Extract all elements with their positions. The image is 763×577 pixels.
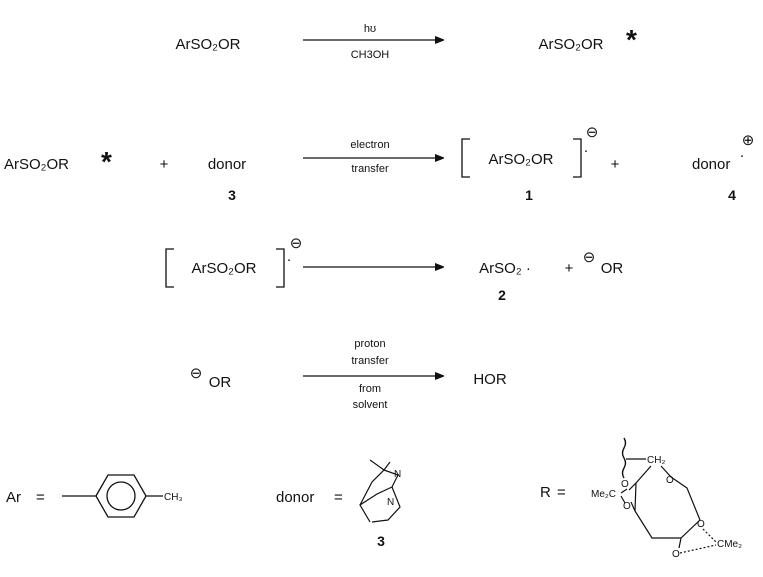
r2-cation-radical-dot: · <box>740 147 745 164</box>
r2-left-bracket <box>461 138 470 178</box>
legend-r-structure: R = CH₂ O Me₂C O O O O CMe₂ <box>540 437 742 560</box>
reaction-3-fragmentation: ArSO₂OR ⊖ · ArSO₂ · 2 + ⊖ OR <box>165 235 624 303</box>
r2-anion-charge: ⊖ <box>586 124 599 141</box>
legend-donor-equals: = <box>334 489 343 506</box>
legend-ar-methyl: CH₃ <box>164 492 183 503</box>
reaction-2-electron-transfer: ArSO₂OR * + donor 3 electron transfer Ar… <box>4 124 754 203</box>
isopropylidene-right-oxygen-upper: O <box>697 519 705 530</box>
dabco-nitrogen-top: N <box>394 469 401 480</box>
isopropylidene-left-bonds-icon <box>620 482 637 512</box>
r2-compound-1-number: 1 <box>525 187 533 203</box>
isopropylidene-right-label: CMe₂ <box>717 539 742 550</box>
isopropylidene-left-oxygen-upper: O <box>621 479 629 490</box>
legend-ar-label: Ar <box>6 489 21 506</box>
r3-sulfonyl-radical: ArSO₂ · <box>479 260 531 277</box>
r3-left-bracket <box>165 248 174 288</box>
r2-excited-state-star: * <box>101 146 112 177</box>
r3-bracket-species: ArSO₂OR <box>192 260 257 277</box>
r2-compound-4-number: 4 <box>728 187 736 203</box>
r1-excited-state-star: * <box>626 24 637 55</box>
toluene-ring-icon <box>95 474 147 518</box>
legend-r-label: R <box>540 484 551 501</box>
dabco-nitrogen-bottom: N <box>387 497 394 508</box>
r1-product: ArSO₂OR <box>539 36 604 53</box>
r2-plus-2: + <box>611 156 620 173</box>
r3-radical-dot: · <box>287 251 292 268</box>
legend-donor-label: donor <box>276 489 314 506</box>
legend-r-equals: = <box>557 484 566 501</box>
r2-reactant: ArSO₂OR <box>4 156 69 173</box>
r2-arrow-top-label: electron <box>350 139 389 151</box>
r2-bracket-species: ArSO₂OR <box>489 151 554 168</box>
ring-oxygen: O <box>666 475 674 486</box>
r4-anion-charge: ⊖ <box>190 365 203 382</box>
r4-arrow-label-2: transfer <box>351 355 389 367</box>
r2-right-bracket <box>573 138 582 178</box>
r3-anion-charge: ⊖ <box>290 235 303 252</box>
r2-arrow-bottom-label: transfer <box>351 163 389 175</box>
r1-reactant: ArSO₂OR <box>176 36 241 53</box>
isopropylidene-left-label: Me₂C <box>591 489 616 500</box>
r4-reactant: OR <box>209 374 232 391</box>
r3-compound-2-number: 2 <box>498 287 506 303</box>
aromatic-circle-icon <box>106 481 136 511</box>
r2-donor: donor <box>208 156 246 173</box>
sugar-ch2-label: CH₂ <box>647 455 665 466</box>
r3-plus: + <box>565 260 574 277</box>
isopropylidene-right-bonds-icon <box>679 528 717 554</box>
r3-right-bracket <box>276 248 285 288</box>
dabco-cage-icon <box>359 459 401 523</box>
r4-arrow-label-4: solvent <box>353 399 388 411</box>
r2-donor-compound-number: 3 <box>228 187 236 203</box>
r4-product: HOR <box>473 371 507 388</box>
r2-cation-charge: ⊕ <box>742 132 755 149</box>
reaction-4-proton-transfer: ⊖ OR proton transfer from solvent HOR <box>190 338 507 411</box>
r2-radical-dot: · <box>584 142 589 159</box>
r1-arrow-top-label: hʊ <box>364 23 376 35</box>
attachment-wavy-bond-icon <box>621 437 627 479</box>
legend-ar-equals: = <box>36 489 45 506</box>
isopropylidene-right-oxygen-lower: O <box>672 549 680 560</box>
legend-ar-structure: Ar = CH₃ <box>6 474 183 518</box>
legend-donor-structure: donor = N N 3 <box>276 459 401 549</box>
isopropylidene-left-oxygen-lower: O <box>623 501 631 512</box>
r2-plus-1: + <box>160 156 169 173</box>
r4-arrow-label-1: proton <box>354 338 385 350</box>
r3-alkoxide: OR <box>601 260 624 277</box>
r3-alkoxide-charge: ⊖ <box>583 249 596 266</box>
r1-arrow-bottom-label: CH3OH <box>351 49 390 61</box>
r2-donor-cation: donor <box>692 156 730 173</box>
r4-arrow-label-3: from <box>359 383 381 395</box>
reaction-1-photoexcitation: ArSO₂OR hʊ CH3OH ArSO₂OR * <box>176 23 638 61</box>
legend-donor-compound-number: 3 <box>377 533 385 549</box>
